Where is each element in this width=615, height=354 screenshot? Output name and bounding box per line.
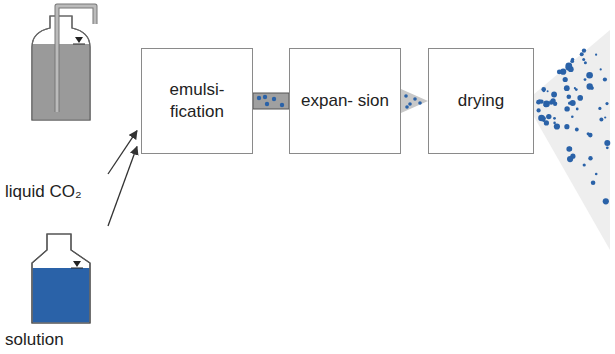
node-label: drying (450, 90, 512, 112)
process-box: emulsi- fication (141, 48, 253, 154)
solution-bottle (5, 228, 105, 328)
co2-bottle (5, 2, 105, 182)
node-label: expan- sion (293, 90, 397, 112)
spray-droplets (536, 48, 610, 204)
node-label: emulsi- fication (142, 79, 252, 123)
emulsion-pipe (253, 93, 289, 109)
supply-bottle: liquid CO₂ (5, 2, 105, 202)
node-label: liquid CO₂ (5, 182, 82, 202)
spray-cone (533, 30, 610, 250)
feed-arrow (108, 131, 137, 174)
node-label: solution (5, 330, 64, 350)
supply-bottle: solution (5, 228, 105, 350)
process-box: drying (428, 48, 534, 154)
feed-arrow (108, 147, 137, 226)
spray-nozzle (401, 89, 428, 113)
process-box: expan- sion (289, 48, 401, 154)
